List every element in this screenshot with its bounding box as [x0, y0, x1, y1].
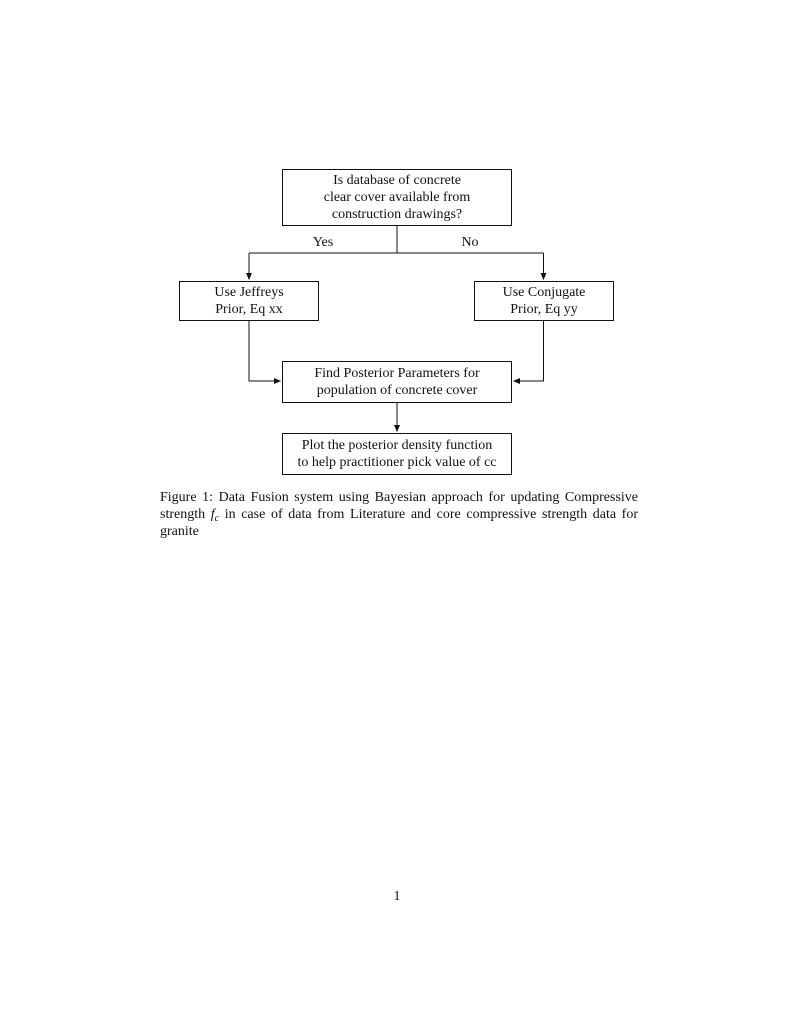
edge-decision-branch-line [249, 226, 544, 254]
flowchart-node-decision: Is database of concrete clear cover avai… [282, 169, 512, 226]
node-text-line: Prior, Eq xx [215, 302, 283, 317]
node-text-line: population of concrete cover [316, 383, 478, 398]
edge-label-yes: Yes [310, 235, 336, 250]
page-number: 1 [393, 889, 401, 904]
caption-math-symbol: f [210, 507, 215, 522]
node-text-line: construction drawings? [331, 207, 463, 222]
flowchart-node-conjugate-prior: Use Conjugate Prior, Eq yy [474, 281, 614, 321]
flowchart-node-plot-density: Plot the posterior density function to h… [282, 433, 512, 475]
node-text-line: Prior, Eq yy [510, 302, 578, 317]
edge-conjugate-to-posterior-arrow [513, 321, 544, 384]
flowchart-node-jeffreys-prior: Use Jeffreys Prior, Eq xx [179, 281, 319, 321]
caption-text-before-math: Figure 1: Data Fusion system using Bayes… [160, 490, 638, 522]
node-text-line: to help practitioner pick value of cc [297, 455, 497, 470]
node-text-line: Use Conjugate [502, 285, 586, 300]
node-text-line: Find Posterior Parameters for [314, 366, 480, 381]
edge-label-no: No [459, 235, 481, 250]
node-text-line: Plot the posterior density function [301, 438, 493, 453]
node-text-line: clear cover available from [323, 190, 471, 205]
node-text-line: Is database of concrete [333, 173, 461, 188]
node-text-line: Use Jeffreys [214, 285, 284, 300]
flowchart-node-posterior-parameters: Find Posterior Parameters for population… [282, 361, 512, 403]
caption-text-after-math: in case of data from Literature and core… [160, 507, 638, 539]
edge-jeffreys-to-posterior-arrow [248, 321, 281, 384]
caption-math-subscript: c [214, 513, 220, 524]
figure-caption: Figure 1: Data Fusion system using Bayes… [160, 489, 638, 540]
